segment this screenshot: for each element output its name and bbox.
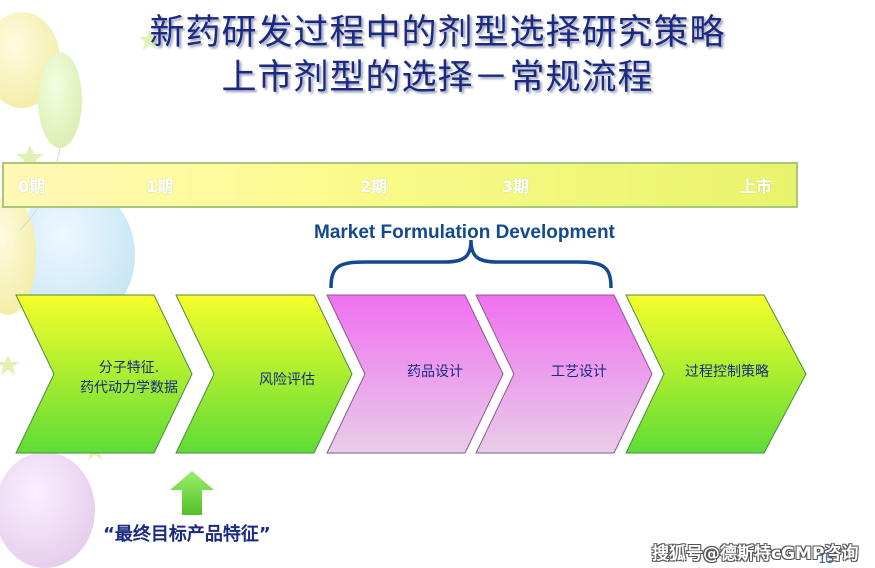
watermark-text: 搜狐号@德斯特cGMP咨询 (652, 544, 859, 564)
curly-brace (329, 239, 613, 289)
phase-label: 1期 (146, 177, 174, 196)
phase-timeline: 0期 1期 2期 3期 上市 (2, 162, 798, 208)
phase-label: 3期 (502, 177, 530, 196)
page-number: 15 (818, 552, 835, 567)
step-chevron-1 (15, 294, 193, 454)
target-profile-caption: “最终目标产品特征” (103, 524, 271, 545)
balloon-purple (0, 452, 95, 568)
slide-title: 新药研发过程中的剂型选择研究策略 (149, 13, 726, 53)
phase-label: 2期 (360, 177, 388, 196)
phase-label: 0期 (18, 177, 46, 196)
balloon-blue (15, 185, 135, 325)
bracket-label: Market Formulation Development (314, 222, 615, 243)
balloon-yellow-small (0, 195, 36, 315)
step-label: 风险评估 (259, 372, 315, 388)
step-label: 过程控制策略 (685, 364, 769, 380)
phase-label: 上市 (740, 177, 773, 196)
step-chevron-3 (326, 294, 504, 454)
slide-subtitle: 上市剂型的选择－常规流程 (221, 58, 654, 98)
step-chevron-5 (625, 294, 807, 454)
step-chevron-2 (175, 294, 353, 454)
up-arrow-icon (170, 471, 214, 515)
step-chevron-4 (475, 294, 653, 454)
step-label: 分子特征. 药代动力学数据 (80, 360, 178, 396)
balloon-green (38, 52, 82, 148)
step-label: 工艺设计 (551, 364, 607, 380)
step-label: 药品设计 (407, 364, 463, 380)
